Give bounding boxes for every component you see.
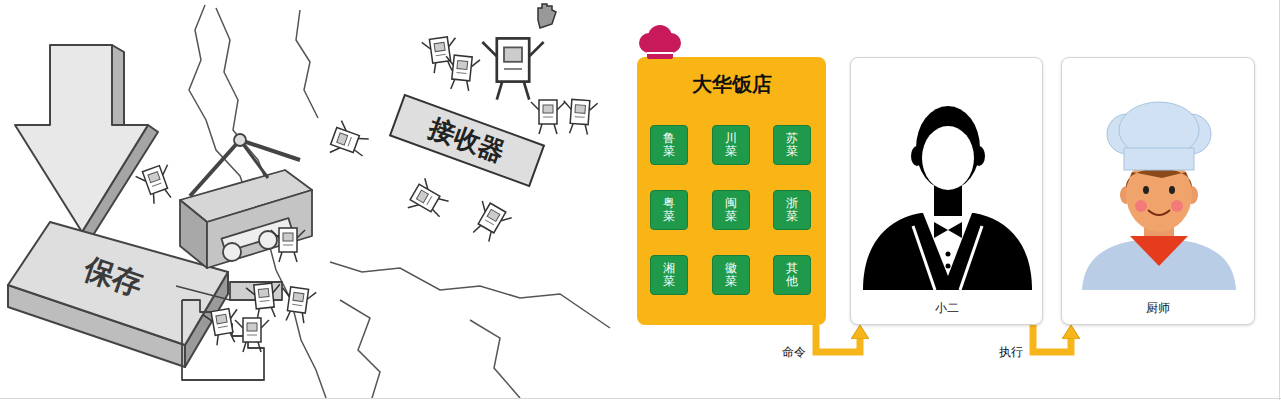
node-text: 厨师 xyxy=(1146,300,1170,317)
paper-figures xyxy=(466,199,512,245)
chef-icon xyxy=(1135,200,1147,212)
waiter-icon xyxy=(923,213,972,276)
paper-figures xyxy=(135,4,598,352)
paper-figures xyxy=(235,318,269,352)
menu-title: 大华饭店 xyxy=(692,71,772,98)
paper-figures xyxy=(271,228,305,262)
waiter-icon xyxy=(863,213,1032,290)
save-arrow xyxy=(15,45,148,232)
paper-figures xyxy=(246,282,283,319)
chef-icon xyxy=(1126,169,1192,189)
waiter-icon xyxy=(934,222,948,238)
paper-figures xyxy=(531,100,565,134)
receiver-sign: 接收器 xyxy=(389,94,545,188)
paper-figures xyxy=(203,307,242,346)
waiter-icon xyxy=(916,106,980,190)
waiter-icon xyxy=(960,226,982,290)
dish-name: 湘菜 xyxy=(663,262,675,288)
dish-name: 粤菜 xyxy=(663,197,675,223)
machine xyxy=(176,134,312,380)
machine xyxy=(240,140,268,178)
dish-name: 鲁菜 xyxy=(663,132,675,158)
dish-button: 苏菜 xyxy=(773,125,811,165)
paper-figures xyxy=(278,286,316,324)
dish-button: 鲁菜 xyxy=(650,125,688,165)
dish-name: 苏菜 xyxy=(786,132,798,158)
chef-hat-icon xyxy=(635,25,685,65)
dish-button: 湘菜 xyxy=(650,255,688,295)
machine xyxy=(207,190,312,268)
dish-button: 其他 xyxy=(773,255,811,295)
machine xyxy=(234,134,246,146)
dish-button: 川菜 xyxy=(712,125,750,165)
cliff xyxy=(330,262,610,328)
machine xyxy=(223,243,241,261)
waiter-icon xyxy=(948,222,962,238)
dish-name: 浙菜 xyxy=(786,197,798,223)
machine xyxy=(180,200,207,268)
paper-figures xyxy=(562,99,598,135)
cliff xyxy=(296,10,318,118)
waiter-icon xyxy=(946,252,951,257)
paper-figures xyxy=(443,54,480,91)
frame-line xyxy=(1279,0,1280,400)
menu-card: 鲁菜 川菜 苏菜粤菜 闽菜 浙菜湘菜 徽菜 其他 大华饭店 xyxy=(637,57,826,325)
frame-line xyxy=(0,398,1281,399)
chef-icon xyxy=(1169,186,1175,194)
dish-button: 徽菜 xyxy=(712,255,750,295)
dish-button: 闽菜 xyxy=(712,190,750,230)
edge-label: 执行 xyxy=(997,344,1025,361)
edge-label: 命令 xyxy=(780,344,808,361)
paper-figures xyxy=(328,120,372,164)
waiter-icon xyxy=(946,264,951,269)
dish-name: 闽菜 xyxy=(725,197,737,223)
node-text: 接收器 xyxy=(424,111,509,171)
dish-name: 徽菜 xyxy=(725,262,737,288)
paper-figures xyxy=(482,38,543,99)
flow-arrow xyxy=(1033,325,1071,352)
chef-icon xyxy=(1130,236,1188,266)
save-arrow xyxy=(112,45,124,132)
chef-icon xyxy=(1062,58,1256,326)
waiter-icon xyxy=(851,58,1044,326)
dish-name: 其他 xyxy=(786,262,798,288)
machine xyxy=(176,286,230,300)
machine xyxy=(190,140,240,196)
node-text: 小二 xyxy=(935,300,959,317)
paper-figures xyxy=(135,163,179,207)
chef-icon xyxy=(1124,148,1194,170)
chef-card: 厨师 xyxy=(1061,57,1255,325)
chef-hat-icon xyxy=(647,52,673,54)
save-arrow xyxy=(15,45,158,240)
chef-icon xyxy=(1143,186,1149,194)
dish-name: 川菜 xyxy=(725,132,737,158)
waiter-icon xyxy=(934,186,962,216)
waiter-icon xyxy=(913,226,935,290)
dish-button: 浙菜 xyxy=(773,190,811,230)
flow-arrow xyxy=(816,325,860,352)
chef-icon xyxy=(1148,210,1170,215)
dish-button: 粤菜 xyxy=(650,190,688,230)
waiter-icon xyxy=(922,126,974,190)
chef-icon xyxy=(1171,200,1183,212)
paper-figures xyxy=(406,177,452,223)
cliff xyxy=(340,300,380,398)
waiter-card: 小二 xyxy=(850,57,1043,325)
glove xyxy=(538,4,556,28)
cliff xyxy=(470,320,520,398)
chef-hat-icon xyxy=(647,45,673,59)
